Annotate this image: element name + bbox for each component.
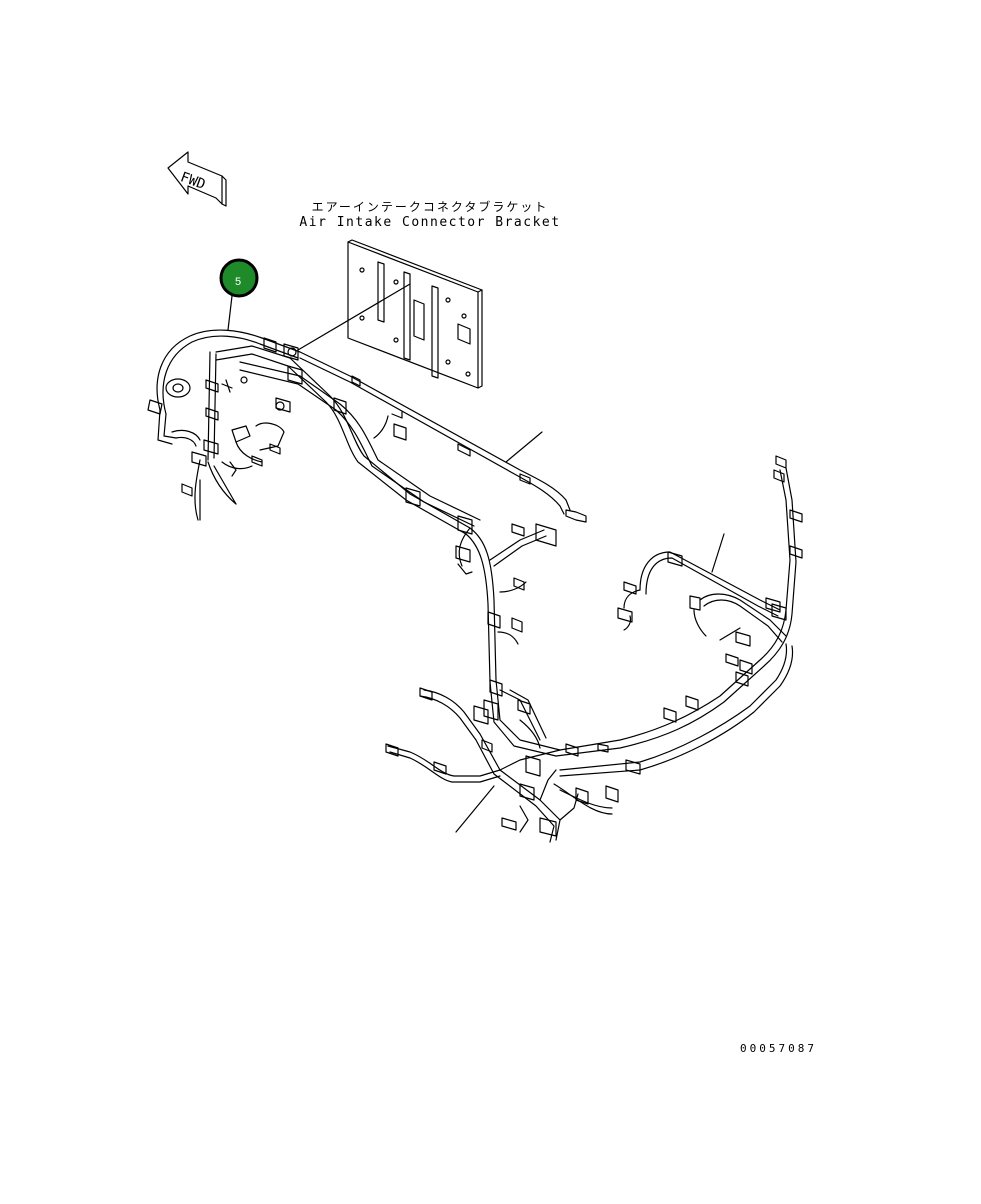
harness-right-branch	[555, 455, 803, 777]
fwd-arrow-icon: FWD	[167, 151, 227, 207]
harness-center-branches	[455, 523, 557, 749]
connector-bracket-plate	[347, 239, 483, 389]
leader-bottom	[455, 785, 495, 833]
harness-main-trunk	[147, 329, 561, 757]
fwd-label: FWD	[178, 169, 207, 193]
callout-5: 5	[219, 258, 259, 298]
left-connectors	[221, 422, 285, 477]
callout-leader-line	[227, 295, 233, 331]
drawing-id: 00057087	[740, 1042, 817, 1055]
leader-right-branch	[711, 533, 725, 573]
harness-top-branch	[299, 351, 587, 523]
bracket-label-english: Air Intake Connector Bracket	[299, 215, 561, 230]
leader-top-branch	[505, 431, 543, 463]
bracket-leader-line	[297, 283, 411, 351]
leader-left-b	[213, 465, 237, 505]
bracket-label-japanese: エアーインテークコネクタブラケット	[311, 200, 549, 214]
callout-number: 5	[235, 276, 241, 288]
harness-bottom-cluster	[385, 687, 619, 843]
